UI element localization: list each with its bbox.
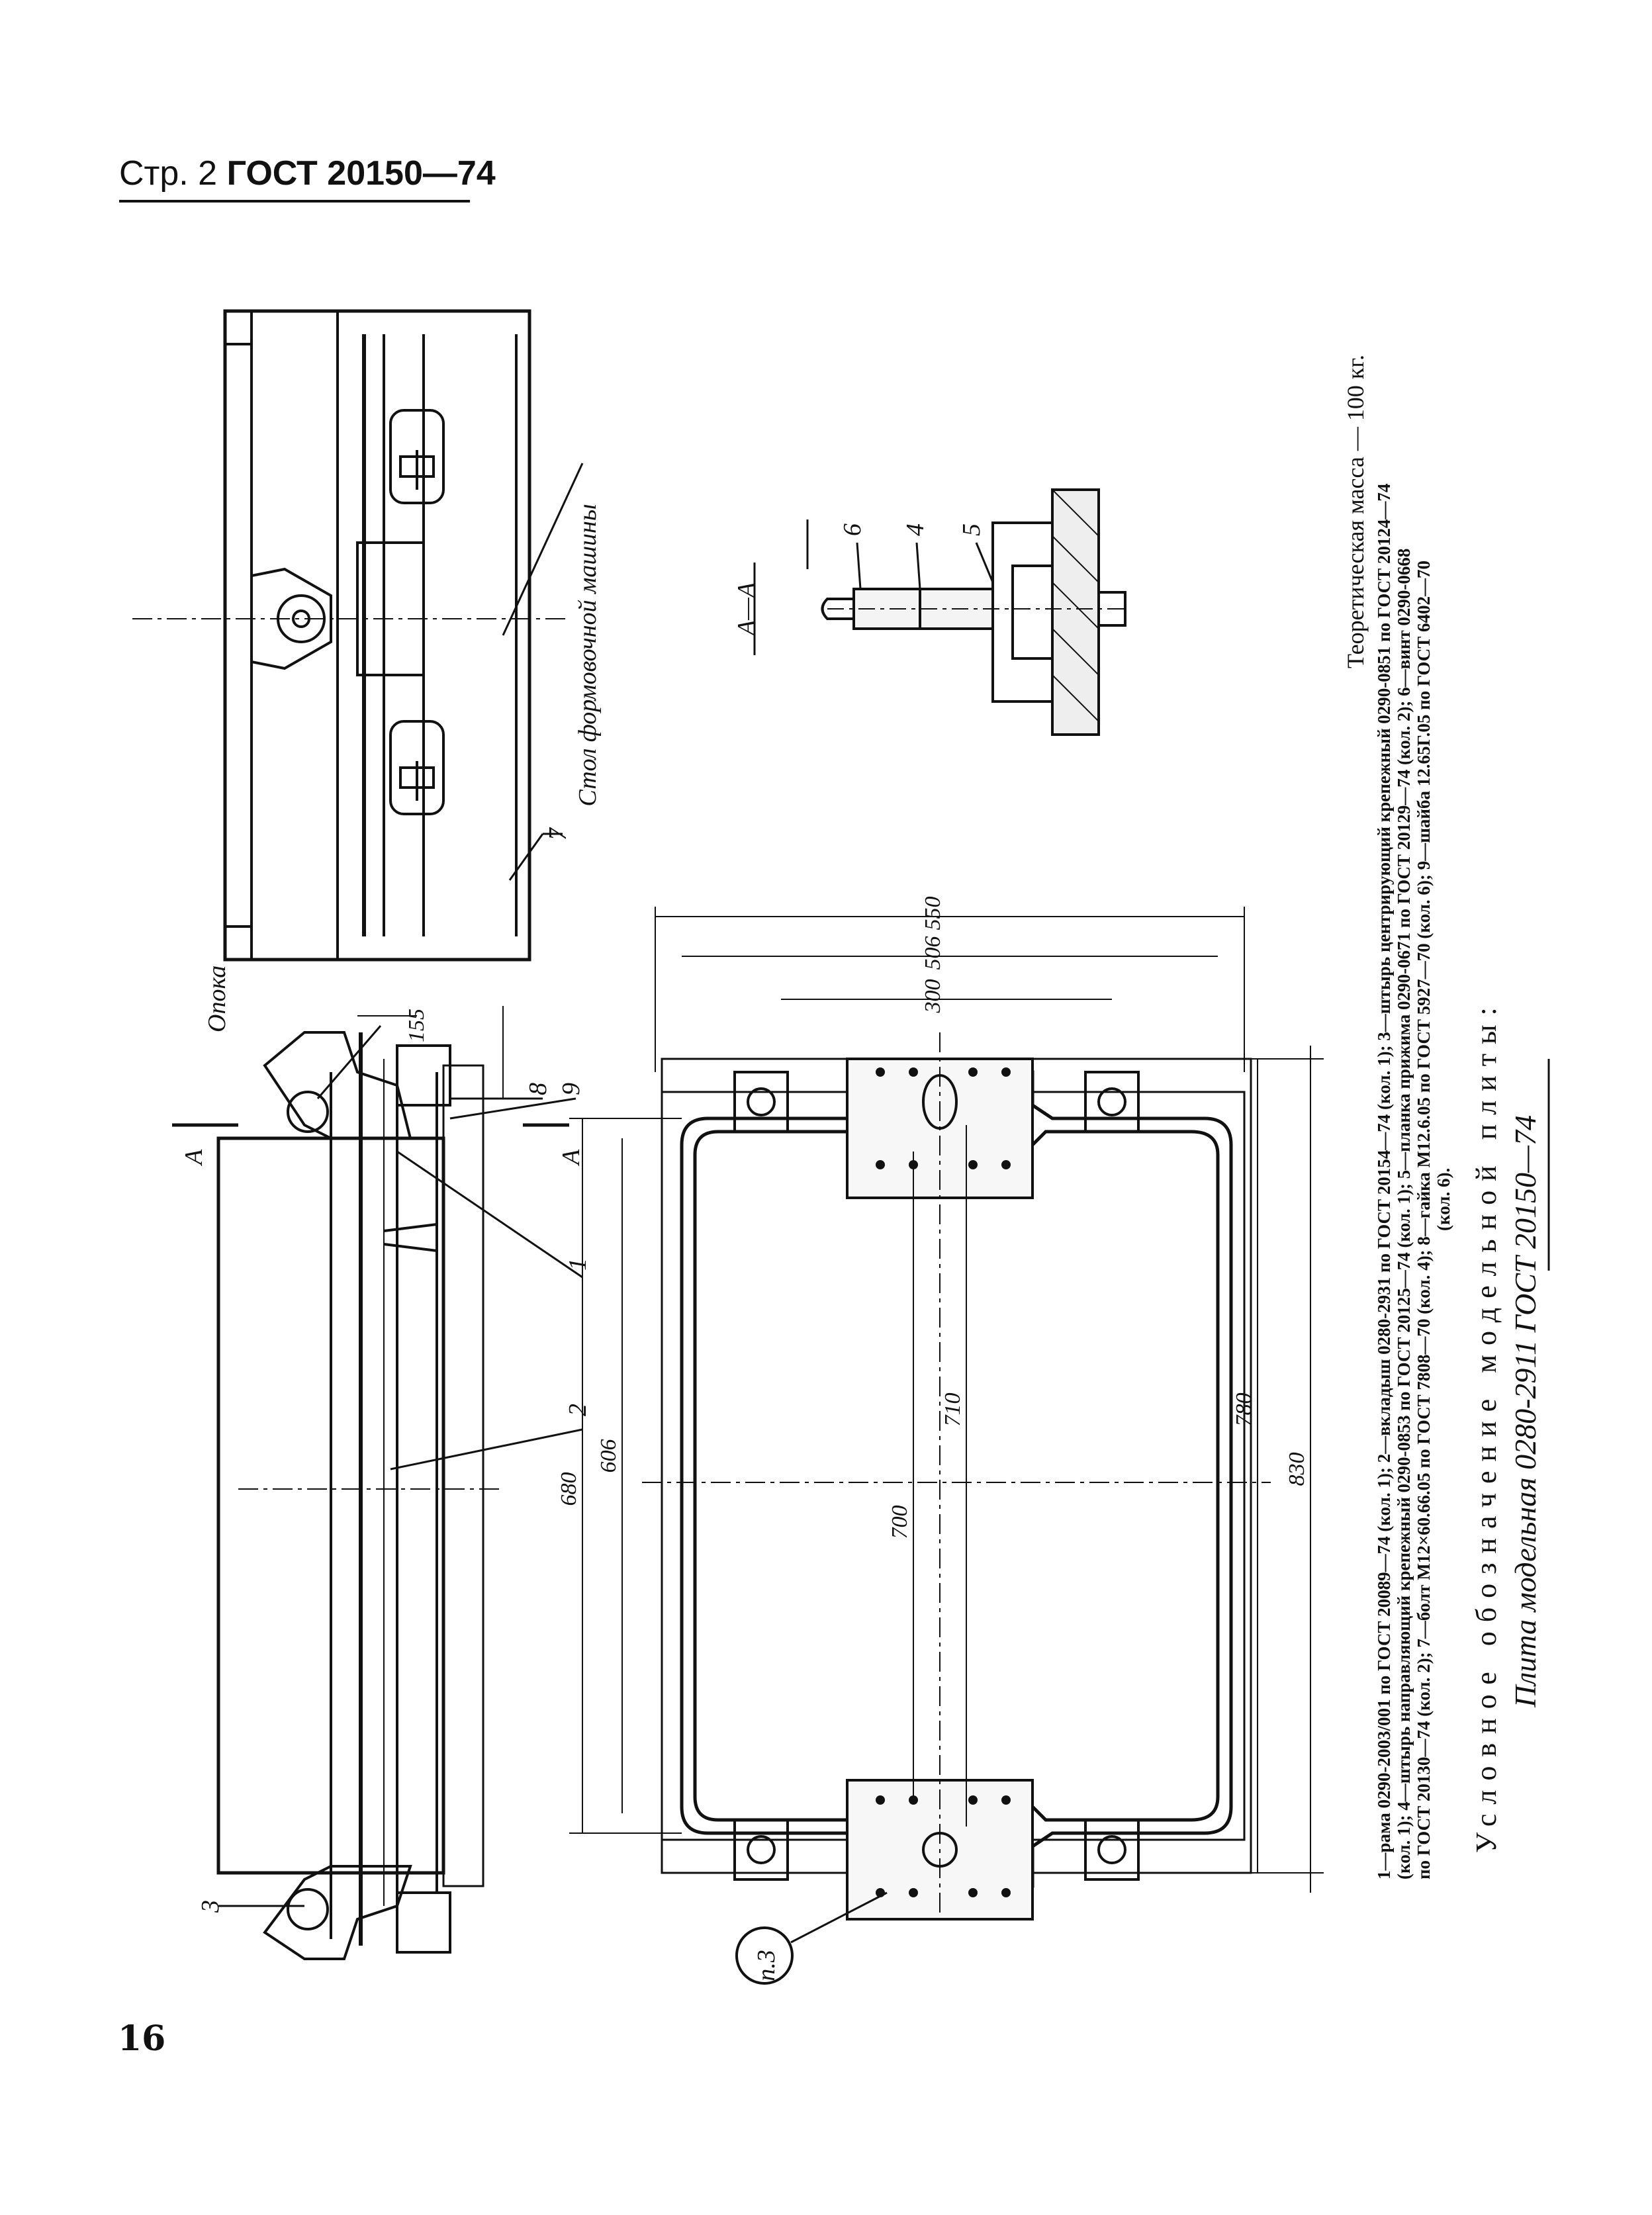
dim-606: 606 xyxy=(596,1439,621,1473)
dim-506: 506 xyxy=(921,936,945,970)
dim-830: 830 xyxy=(1285,1453,1309,1486)
part-7: 7 xyxy=(544,827,572,840)
dim-700: 700 xyxy=(888,1506,912,1539)
header-standard: ГОСТ 20150—74 xyxy=(226,154,496,193)
part-1: 1 xyxy=(564,1258,592,1271)
drawing-labels: Стол формовочной машины Опока А—А А А п.… xyxy=(180,355,1550,1981)
dim-155: 155 xyxy=(404,1009,429,1042)
part-4: 4 xyxy=(901,523,929,536)
designation: Плита модельная 0280-2911 ГОСТ 20150—74 xyxy=(1508,1115,1542,1708)
callout-label: п.3 xyxy=(753,1950,780,1981)
section-mark-top: А xyxy=(180,1149,208,1167)
part-9: 9 xyxy=(557,1083,585,1095)
side-section-view xyxy=(172,1006,569,1960)
callout-circle xyxy=(735,1926,794,1985)
section-a-a-view xyxy=(821,488,1126,736)
part-6: 6 xyxy=(839,523,866,536)
part-3: 3 xyxy=(197,1900,224,1913)
plan-view xyxy=(642,1032,1271,1921)
legend-line-2: (кол. 1); 4—штырь направляющий крепежный… xyxy=(1394,549,1414,1879)
dim-710: 710 xyxy=(941,1393,965,1427)
legend-line-4: (кол. 6). xyxy=(1434,1168,1453,1231)
page-header: Стр. 2 ГОСТ 20150—74 xyxy=(119,154,496,203)
dim-550: 550 xyxy=(921,897,945,930)
legend-line-3: по ГОСТ 20130—74 (кол. 2); 7—болт М12×60… xyxy=(1414,561,1434,1879)
part-2: 2 xyxy=(564,1404,592,1416)
part-8: 8 xyxy=(524,1083,552,1095)
page-number: 16 xyxy=(118,2018,166,2059)
machine-table-view xyxy=(132,309,569,962)
section-label: А—А xyxy=(733,582,760,637)
dim-300: 300 xyxy=(921,979,945,1014)
mass-text: Теоретическая масса — 100 кг. xyxy=(1342,355,1369,668)
legend-line-1: 1—рама 0290-2003/001 по ГОСТ 20089—74 (к… xyxy=(1374,484,1394,1879)
dim-780: 780 xyxy=(1232,1393,1256,1427)
section-mark-bottom: А xyxy=(557,1149,585,1167)
table-label: Стол формовочной машины xyxy=(574,504,602,806)
dim-680: 680 xyxy=(557,1472,581,1506)
header-page-label: Стр. 2 xyxy=(119,154,218,193)
designation-title: Условное обозначение модельной плиты: xyxy=(1470,998,1502,1853)
part-5: 5 xyxy=(958,523,986,536)
header-text: Стр. 2 ГОСТ 20150—74 xyxy=(119,154,496,193)
dimension-lines xyxy=(357,907,1324,1893)
opoka-label: Опока xyxy=(203,966,231,1032)
